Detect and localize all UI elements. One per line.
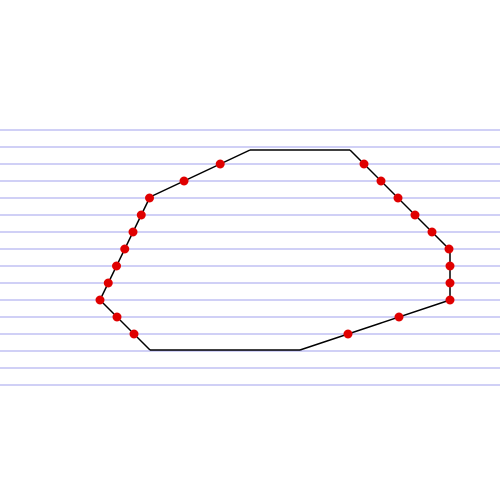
intersection-point-8	[136, 210, 146, 220]
intersection-point-22	[129, 329, 139, 339]
polygon-edge-6	[99, 299, 151, 351]
intersection-point-13	[445, 261, 455, 271]
intersection-point-15	[445, 278, 455, 288]
intersection-point-4	[179, 176, 189, 186]
intersection-point-11	[444, 244, 454, 254]
scanline-group	[0, 129, 500, 386]
intersection-point-20	[112, 312, 122, 322]
intersection-point-18	[95, 295, 105, 305]
intersection-point-16	[103, 278, 113, 288]
intersection-point-17	[445, 295, 455, 305]
intersection-point-19	[394, 312, 404, 322]
intersection-point-10	[128, 227, 138, 237]
intersection-point-7	[410, 210, 420, 220]
intersection-point-2	[215, 159, 225, 169]
intersection-point-21	[343, 329, 353, 339]
intersection-point-group	[95, 159, 455, 339]
intersection-point-6	[145, 193, 155, 203]
polygon-edge-8	[149, 149, 251, 198]
intersection-point-12	[120, 244, 130, 254]
intersection-point-1	[359, 159, 369, 169]
polygon-edge-4	[299, 299, 451, 351]
intersection-point-5	[393, 193, 403, 203]
intersection-point-3	[376, 176, 386, 186]
intersection-point-14	[112, 261, 122, 271]
intersection-point-9	[427, 227, 437, 237]
